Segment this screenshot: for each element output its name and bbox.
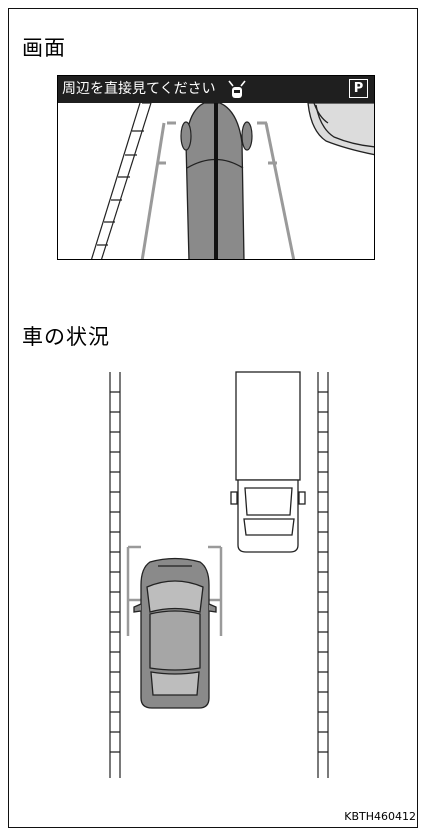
figure-code: KBTH460412 — [344, 810, 416, 823]
right-guide-line — [257, 121, 296, 259]
parked-truck — [307, 103, 374, 156]
parking-sensor-icon — [228, 80, 246, 98]
right-wall — [317, 372, 329, 778]
guide-lines — [126, 545, 223, 636]
truck-top-view — [230, 371, 306, 553]
heading-screen: 画面 — [22, 36, 66, 60]
screen-message: 周辺を直接見てください — [62, 81, 216, 97]
figure-frame — [8, 8, 418, 828]
left-curb — [90, 103, 152, 259]
camera-view — [90, 103, 374, 259]
own-car-top-view — [133, 557, 217, 709]
heading-situation: 車の状況 — [22, 325, 110, 349]
screen-status-bar: 周辺を直接見てください P — [58, 76, 374, 103]
camera-screen: 周辺を直接見てください P — [57, 75, 375, 260]
gear-indicator: P — [349, 79, 368, 98]
own-car-rear-view — [180, 103, 253, 259]
left-guide-line — [140, 121, 176, 259]
left-wall — [109, 372, 121, 778]
